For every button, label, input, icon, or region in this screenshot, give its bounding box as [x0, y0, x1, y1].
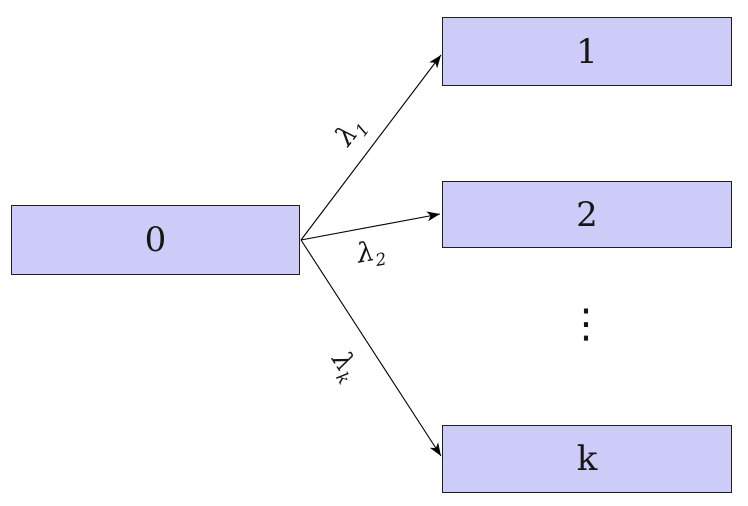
- state-label-0: 0: [144, 220, 167, 260]
- state-label-k: k: [576, 439, 598, 479]
- transition-rate-label-lambda-2: λ2: [355, 236, 389, 271]
- state-box-0: 0: [11, 205, 300, 275]
- state-box-k: k: [442, 425, 732, 493]
- arrow-0-to-k: [300, 239, 442, 457]
- arrow-0-to-2: [300, 211, 441, 241]
- state-box-2: 2: [442, 181, 732, 248]
- state-box-1: 1: [442, 17, 732, 86]
- state-label-2: 2: [576, 194, 598, 235]
- vertical-ellipsis: ⋮: [566, 301, 606, 347]
- arrow-0-to-1: [300, 54, 442, 241]
- state-label-1: 1: [576, 31, 598, 72]
